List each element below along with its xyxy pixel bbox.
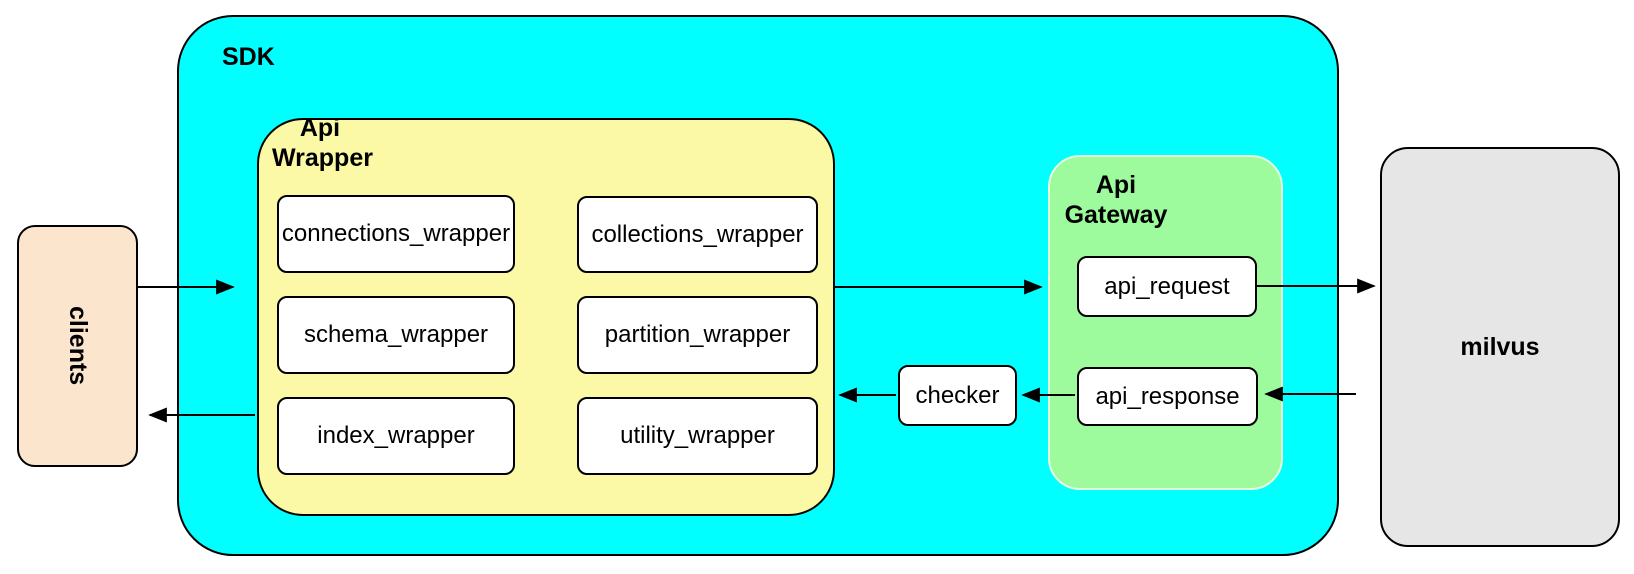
api-response-node: api_response — [1077, 367, 1258, 426]
api-wrapper-label: Api Wrapper — [272, 114, 373, 172]
index-wrapper-node: index_wrapper — [277, 397, 515, 475]
milvus-label: milvus — [1460, 332, 1540, 361]
api-gateway-label: Api Gateway — [1064, 171, 1168, 229]
api-request-node: api_request — [1077, 256, 1257, 317]
utility-wrapper-node: utility_wrapper — [577, 397, 818, 475]
clients-node: clients — [17, 225, 138, 467]
checker-node: checker — [898, 365, 1017, 426]
clients-label: clients — [64, 306, 92, 386]
milvus-node: milvus — [1380, 147, 1620, 547]
connections-wrapper-node: connections_wrapper — [277, 195, 515, 273]
collections-wrapper-node: collections_wrapper — [577, 196, 818, 273]
sdk-label: SDK — [222, 43, 275, 71]
partition-wrapper-node: partition_wrapper — [577, 296, 818, 374]
api-gateway-container — [1048, 155, 1283, 490]
schema-wrapper-node: schema_wrapper — [277, 296, 515, 374]
